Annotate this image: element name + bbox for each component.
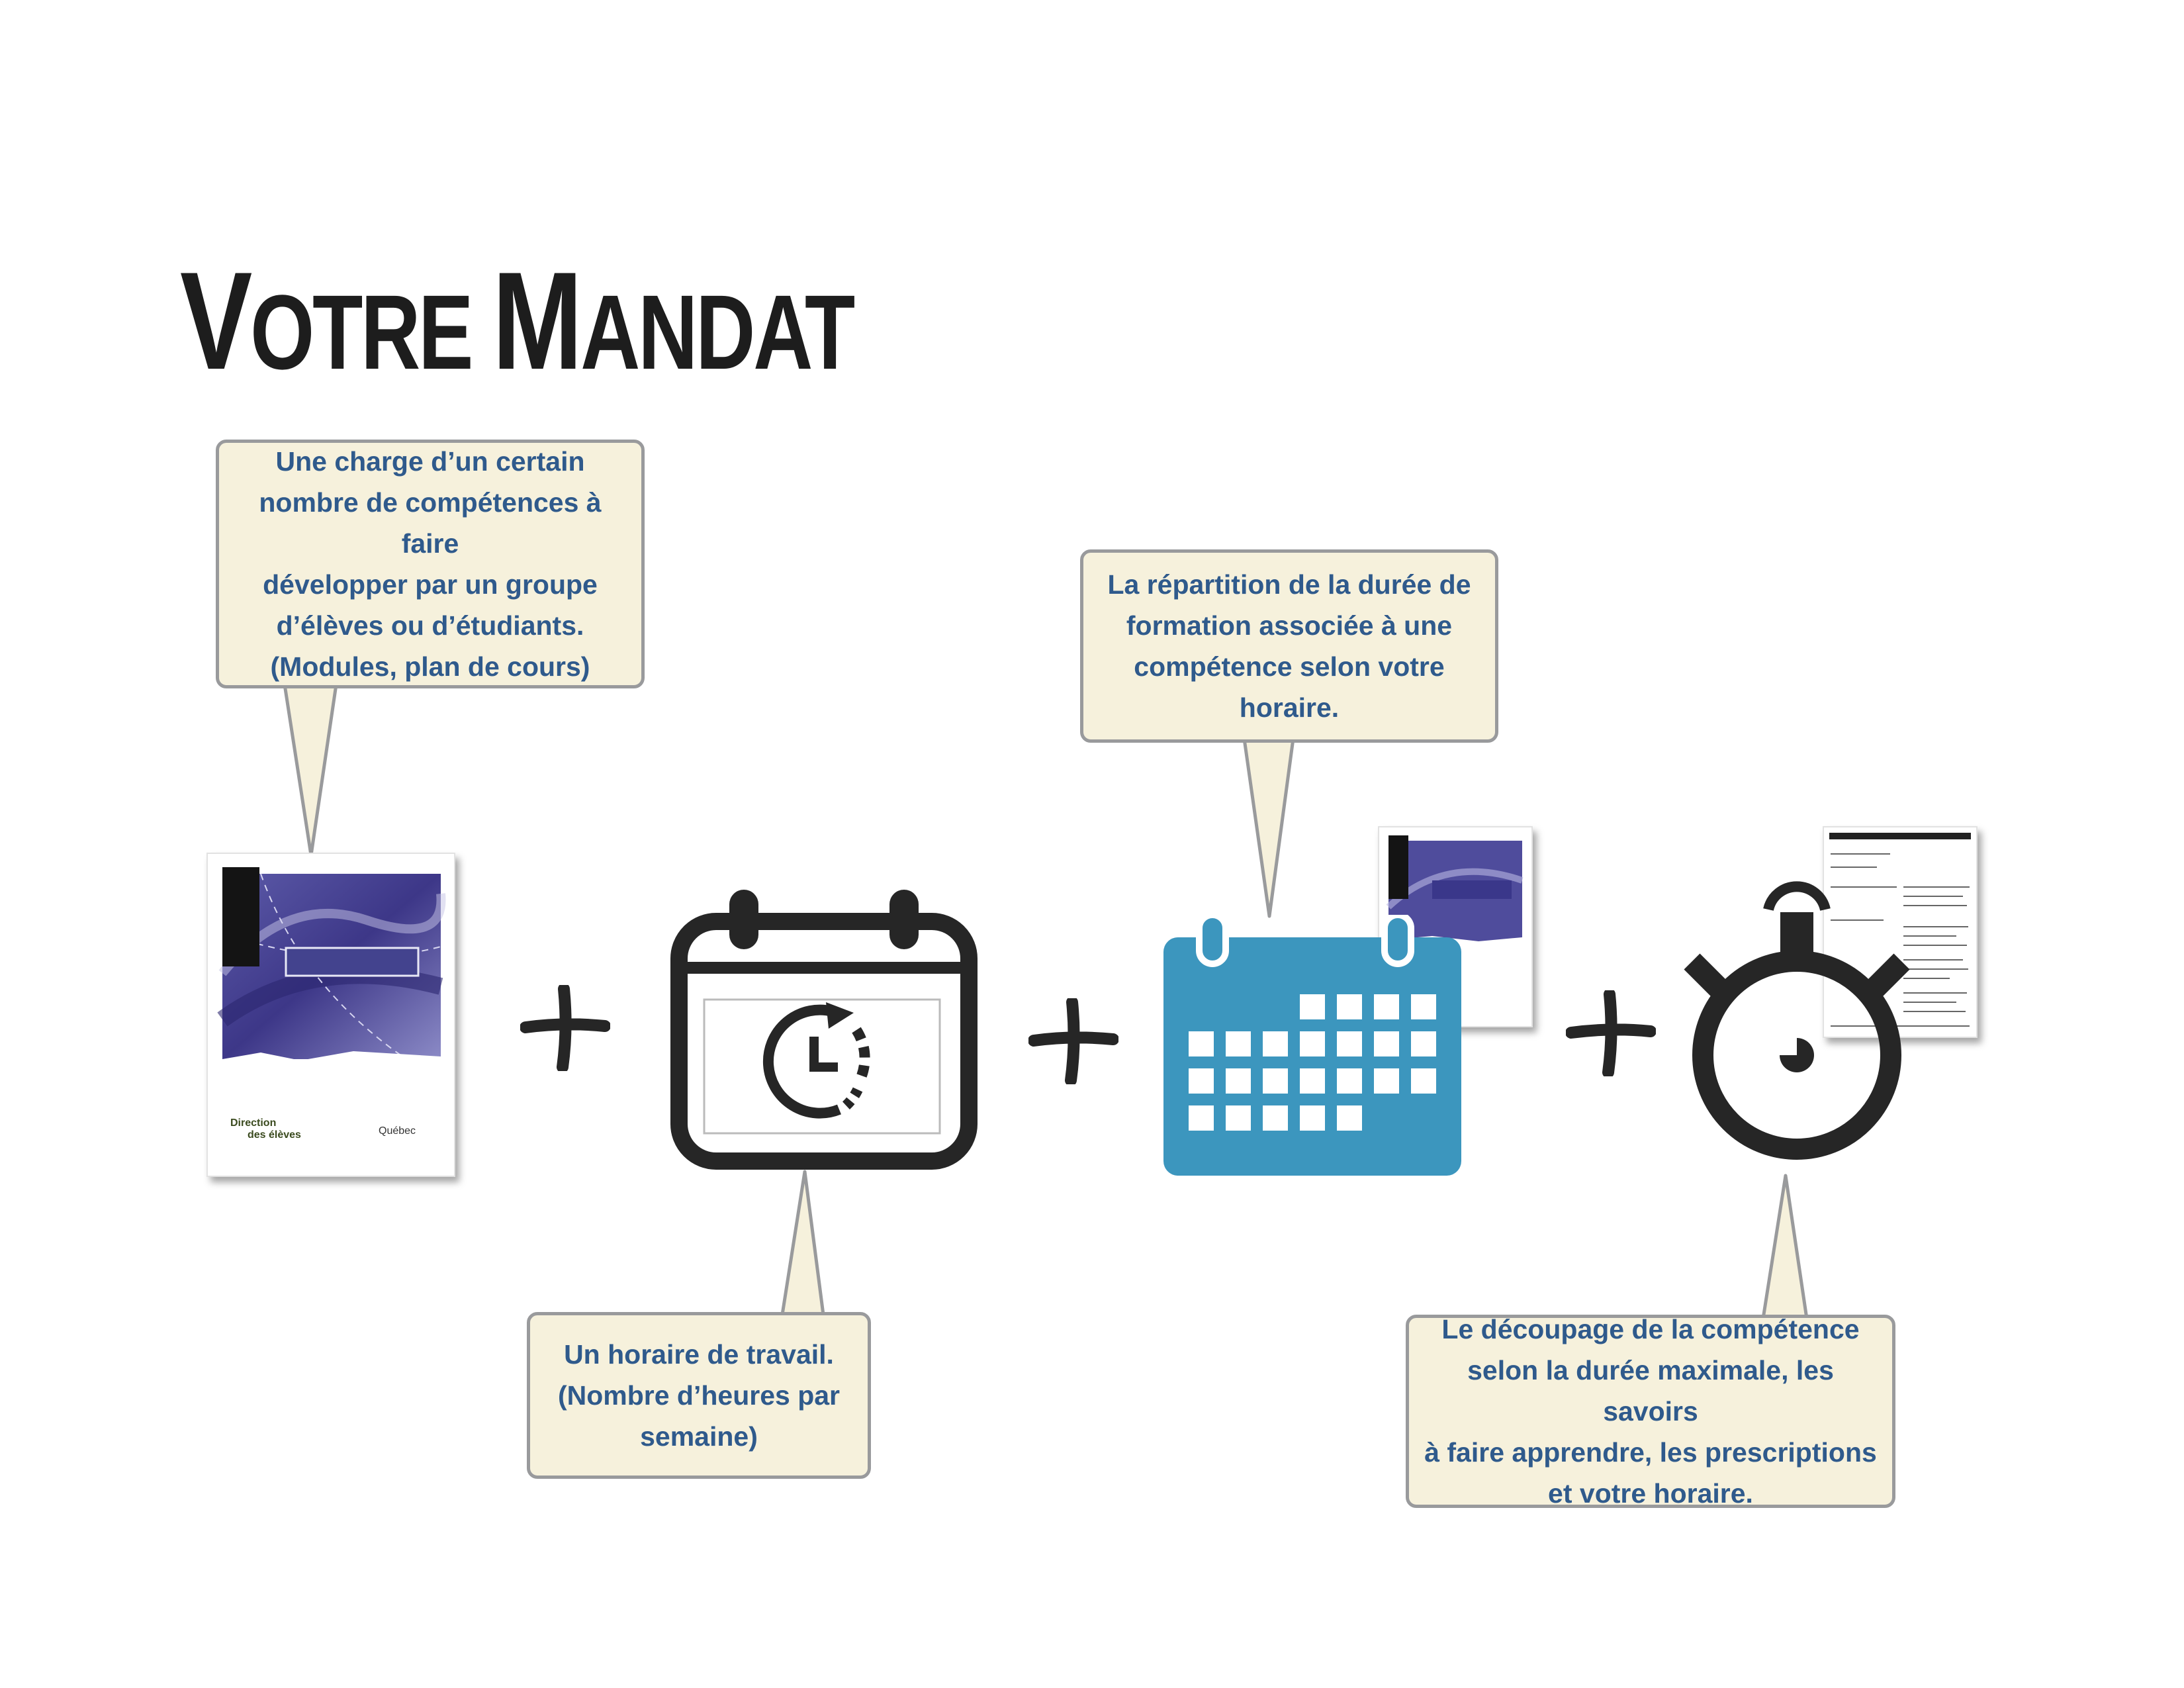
callout-line: La répartition de la durée de bbox=[1107, 569, 1471, 600]
cover-logo-left-line1: Direction bbox=[230, 1117, 277, 1129]
callout-line: Une charge d’un certain bbox=[275, 446, 585, 477]
schedule-clock-calendar-icon bbox=[670, 890, 978, 1170]
callout-repartition-text: La répartition de la durée de formation … bbox=[1107, 564, 1471, 728]
callout-line: selon la durée maximale, les savoirs bbox=[1467, 1355, 1834, 1427]
title-second-initial: M bbox=[492, 243, 582, 399]
plus-icon bbox=[1566, 990, 1656, 1076]
callout-line: compétence selon votre bbox=[1134, 651, 1445, 682]
plus-icon bbox=[1028, 998, 1118, 1084]
callout-line: horaire. bbox=[1239, 692, 1340, 723]
callout-1-pointer bbox=[283, 682, 338, 857]
callout-horaire-text: Un horaire de travail. (Nombre d’heures … bbox=[558, 1334, 840, 1457]
title-first-initial: V bbox=[180, 243, 252, 399]
callout-line: semaine) bbox=[640, 1421, 758, 1452]
callout-line: et votre horaire. bbox=[1548, 1478, 1753, 1509]
callout-decoupage: Le découpage de la compétence selon la d… bbox=[1406, 1314, 1895, 1509]
callout-competences: Une charge d’un certain nombre de compét… bbox=[216, 440, 645, 688]
callout-3-pointer bbox=[1242, 737, 1295, 918]
callout-line: formation associée à une bbox=[1126, 610, 1453, 641]
callout-repartition: La répartition de la durée de formation … bbox=[1080, 549, 1498, 743]
cover-logo-left: Direction des élèves bbox=[230, 1117, 301, 1141]
planning-sheet-art bbox=[1829, 833, 1971, 1027]
callout-line: (Nombre d’heures par bbox=[557, 1380, 841, 1411]
blue-calendar-icon bbox=[1163, 915, 1461, 1176]
callout-line: Le découpage de la compétence bbox=[1441, 1314, 1860, 1344]
calendar-day-cells bbox=[1189, 994, 1436, 1131]
callout-2-pointer bbox=[780, 1170, 825, 1317]
callout-horaire: Un horaire de travail. (Nombre d’heures … bbox=[527, 1312, 871, 1479]
callout-line: (Modules, plan de cours) bbox=[270, 651, 590, 682]
document-cover-art bbox=[217, 867, 446, 1066]
stopwatch-icon bbox=[1684, 881, 1910, 1160]
callout-decoupage-text: Le découpage de la compétence selon la d… bbox=[1421, 1309, 1880, 1514]
plus-icon bbox=[520, 985, 610, 1071]
cover-logo-right: Québec bbox=[379, 1125, 416, 1137]
title-first-rest: OTRE bbox=[250, 273, 492, 391]
callout-competences-text: Une charge d’un certain nombre de compét… bbox=[231, 441, 629, 687]
callout-line: développer par un groupe bbox=[263, 569, 598, 600]
callout-4-pointer bbox=[1761, 1174, 1809, 1321]
page-title: VOTRE MANDAT bbox=[180, 252, 855, 402]
callout-line: Un horaire de travail. bbox=[564, 1339, 834, 1370]
title-second-rest: ANDAT bbox=[580, 273, 855, 391]
cover-logo-left-line2: des élèves bbox=[248, 1129, 301, 1141]
callout-line: nombre de compétences à faire bbox=[259, 487, 602, 559]
planning-sheet-icon bbox=[1823, 826, 1978, 1038]
program-document-icon: Direction des élèves Québec bbox=[206, 853, 455, 1177]
callout-line: d’élèves ou d’étudiants. bbox=[276, 610, 584, 641]
callout-line: à faire apprendre, les prescriptions bbox=[1424, 1437, 1877, 1468]
